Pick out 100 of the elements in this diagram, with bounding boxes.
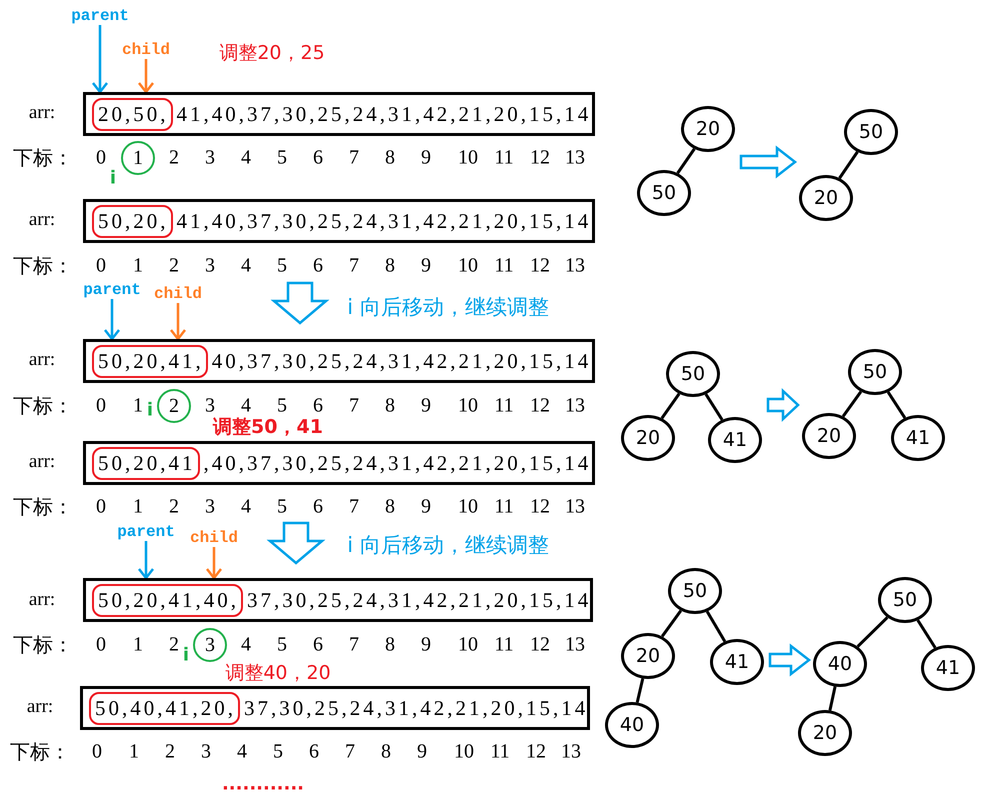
- index-number: 11: [490, 740, 510, 764]
- tree-edge: [886, 391, 906, 419]
- tree-edge: [856, 616, 888, 648]
- index-number: 1: [133, 146, 143, 170]
- tree-node-circle: [799, 175, 853, 221]
- tree-edge: [660, 392, 680, 420]
- node-value: 50: [652, 182, 676, 204]
- highlighted-values: 50,20,: [92, 204, 172, 238]
- index-number: 5: [277, 254, 287, 278]
- node-value: 50: [680, 363, 706, 385]
- index-label: 下标：: [13, 146, 73, 172]
- index-number: 4: [241, 634, 251, 656]
- index-number: 0: [92, 740, 102, 764]
- index-number: 12: [530, 146, 550, 170]
- index-number: 12: [530, 394, 550, 418]
- index-number: 7: [349, 634, 359, 656]
- tree-node-circle: [891, 415, 945, 461]
- node-value: 50: [892, 589, 918, 611]
- index-number: 13: [565, 634, 585, 656]
- node-value: 41: [724, 651, 750, 673]
- array-values: 41,40,37,30,25,24,31,42,21,20,15,14: [176, 102, 592, 126]
- tree-edge: [676, 148, 696, 174]
- tree-node-circle: [848, 349, 902, 395]
- index-number: 2: [169, 496, 179, 518]
- index-number: 5: [277, 634, 287, 656]
- index-number: 7: [345, 740, 355, 764]
- row-label: arr:: [28, 451, 56, 473]
- index-number: 4: [241, 254, 251, 278]
- pointer-arrow: [138, 59, 154, 94]
- pointer-i: i: [110, 168, 116, 188]
- index-number: 0: [96, 634, 106, 656]
- node-value: 50: [858, 121, 884, 143]
- array-box: [83, 339, 595, 383]
- node-value: 41: [722, 429, 748, 451]
- node-value: 50: [862, 361, 888, 383]
- tree-node-circle: [621, 633, 675, 679]
- tree-edge: [704, 393, 724, 421]
- array-values: 41,40,37,30,25,24,31,42,21,20,15,14: [176, 208, 592, 234]
- index-number: 5: [277, 394, 287, 418]
- index-number: 7: [349, 146, 359, 170]
- array-values: 40,37,30,25,24,31,42,21,20,15,14: [212, 348, 592, 374]
- block-arrow: [766, 388, 800, 422]
- index-number: 10: [458, 394, 478, 418]
- step-note: 调整50，41: [213, 415, 323, 440]
- circled-index: [121, 141, 155, 175]
- index-number: 5: [277, 496, 287, 518]
- tree-node-circle: [844, 109, 898, 155]
- index-number: 13: [565, 254, 585, 278]
- pointer-arrow: [104, 299, 120, 340]
- index-number: 8: [381, 740, 391, 764]
- row-label: arr:: [28, 349, 56, 371]
- index-number: 1: [133, 254, 143, 278]
- step-note: 调整20，25: [219, 41, 325, 66]
- node-value: 20: [636, 427, 660, 449]
- node-value: 50: [682, 580, 708, 602]
- index-number: 3: [205, 146, 215, 170]
- index-number: 2: [169, 634, 179, 656]
- pointer-label: parent: [71, 7, 129, 25]
- index-number: 11: [494, 254, 514, 278]
- index-number: 5: [273, 740, 283, 764]
- node-value: 20: [816, 425, 842, 447]
- pointer-label: parent: [117, 523, 175, 541]
- index-number: 11: [494, 394, 514, 418]
- index-number: 4: [241, 146, 251, 170]
- tree-edge: [838, 151, 859, 179]
- highlighted-values: 50,20,41,: [92, 344, 208, 378]
- index-number: 7: [349, 394, 359, 418]
- tree-node-circle: [710, 639, 764, 685]
- index-number: 6: [309, 740, 319, 764]
- highlighted-values: 50,20,41,40,: [92, 584, 243, 616]
- index-number: 10: [454, 740, 474, 764]
- index-number: 9: [421, 394, 431, 418]
- node-value: 20: [636, 645, 660, 667]
- node-value: 20: [696, 118, 720, 140]
- index-number: 9: [421, 634, 431, 656]
- index-number: 4: [241, 394, 251, 417]
- tree-node-circle: [921, 645, 975, 691]
- array-values: ,40,37,30,25,24,31,42,21,20,15,14: [204, 450, 592, 476]
- tree-edge: [636, 678, 644, 703]
- index-number: 10: [458, 634, 478, 656]
- index-number: 7: [349, 496, 359, 518]
- index-number: 11: [494, 496, 514, 518]
- index-number: 13: [561, 740, 581, 764]
- index-number: 0: [96, 496, 106, 518]
- block-arrow: [740, 145, 798, 179]
- row-label: arr:: [28, 589, 56, 611]
- index-number: 8: [385, 394, 395, 418]
- index-label: 下标：: [10, 740, 70, 766]
- tree-edge: [842, 390, 862, 418]
- index-number: 9: [421, 254, 431, 278]
- index-number: 12: [530, 634, 550, 656]
- tree-node-circle: [798, 710, 852, 756]
- index-number: 2: [165, 740, 175, 764]
- pointer-arrow: [206, 547, 222, 580]
- tree-edge: [828, 686, 837, 711]
- pointer-label: child: [190, 529, 238, 547]
- index-number: 12: [526, 740, 546, 764]
- tree-edge: [660, 610, 682, 638]
- index-label: 下标：: [13, 254, 73, 280]
- highlighted-values: 20,50,: [92, 98, 172, 130]
